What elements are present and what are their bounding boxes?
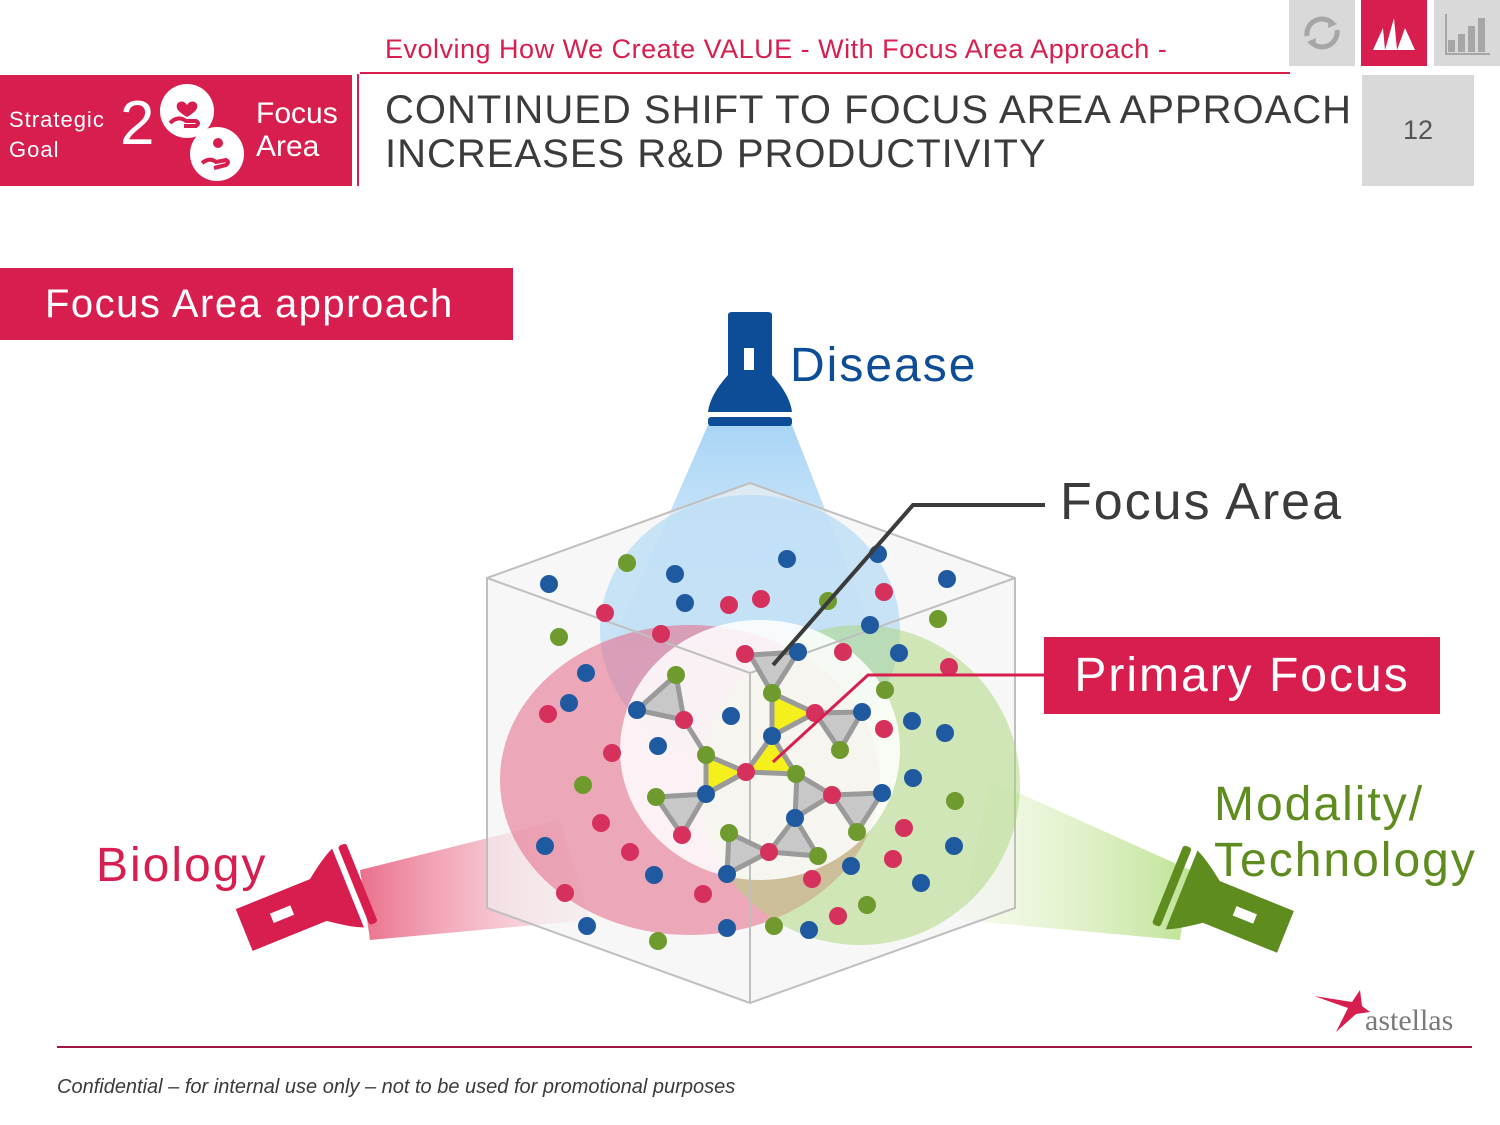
disease-flashlight-icon (708, 312, 792, 426)
astellas-wordmark: astellas (1365, 1004, 1454, 1037)
section-banner: Focus Area approach (0, 268, 513, 340)
modality-label-line-2: Technology (1214, 834, 1477, 887)
bar-chart-icon[interactable] (1434, 0, 1500, 66)
slide-title-line-2: INCREASES R&D PRODUCTIVITY (385, 132, 1047, 176)
goal-number: 2 (120, 89, 155, 158)
focus-network (634, 649, 885, 877)
area-word-2: Area (256, 130, 320, 163)
goal-word-1: Strategic (9, 107, 105, 132)
slide-subtitle: Evolving How We Create VALUE - With Focu… (385, 34, 1168, 64)
primary-focus-network (703, 690, 818, 797)
confidential-notice: Confidential – for internal use only – n… (57, 1076, 736, 1098)
modality-light-beam (960, 780, 1190, 940)
slide-title-line-1: CONTINUED SHIFT TO FOCUS AREA APPROACH (385, 88, 1353, 132)
biology-flashlight-icon (235, 843, 377, 951)
modality-flashlight-icon (1152, 845, 1294, 953)
area-word-1: Focus (256, 97, 338, 130)
section-banner-text: Focus Area approach (45, 282, 454, 326)
slide-title: CONTINUED SHIFT TO FOCUS AREA APPROACH I… (385, 88, 1352, 176)
modality-technology-label: Modality/ Technology (1214, 777, 1477, 889)
refresh-icon[interactable] (1289, 0, 1355, 66)
focus-area-label: Focus Area (1060, 473, 1344, 531)
footer-divider (57, 1046, 1472, 1048)
strategic-goal-badge: Strategic Goal 2 Focus Area (0, 75, 352, 186)
astellas-logo-icon[interactable] (1361, 0, 1427, 66)
caring-hands-icon (160, 84, 244, 181)
primary-focus-leader-line (771, 673, 1045, 764)
disease-label: Disease (790, 339, 978, 392)
subtitle-underline (360, 72, 1290, 74)
strategic-goal-label: Strategic Goal (9, 105, 105, 165)
cube-inner-edges (486, 577, 1016, 1003)
biology-label: Biology (96, 839, 268, 892)
primary-focus-label: Primary Focus (1044, 637, 1440, 714)
astellas-star-icon (1314, 990, 1370, 1032)
page-number: 12 (1362, 75, 1474, 186)
header-divider (357, 74, 359, 186)
focus-area-label: Focus Area (256, 97, 338, 163)
focus-area-leader-line (771, 503, 1045, 667)
modality-label-line-1: Modality/ (1214, 778, 1425, 831)
goal-word-2: Goal (9, 137, 60, 162)
